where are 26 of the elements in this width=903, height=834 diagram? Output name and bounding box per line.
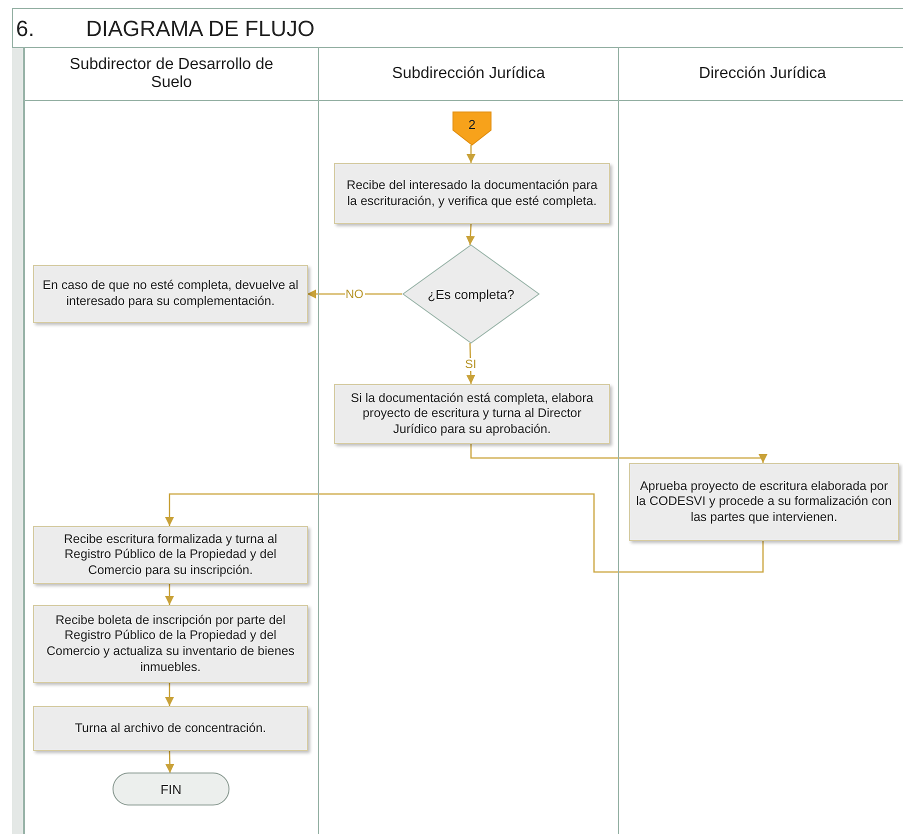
arrow <box>466 145 476 163</box>
process-box: Recibe del interesado la documentación para la escrituración, y verifica que esté completa. <box>334 163 610 224</box>
arrow <box>165 584 174 605</box>
arrow <box>165 750 174 774</box>
edge-label: SI <box>464 358 478 370</box>
terminator: FIN <box>113 773 229 805</box>
arrow <box>165 683 174 706</box>
section-number: 6. <box>16 16 34 42</box>
process-box: Aprueba proyecto de escritura elaborada por la CODESVI y procede a su formalización con las partes que intervienen. <box>629 463 899 541</box>
edge-label: NO <box>344 288 364 301</box>
arrow <box>466 224 475 246</box>
diagram-title: DIAGRAMA DE FLUJO <box>86 16 315 42</box>
arrow <box>470 444 768 463</box>
process-box: Recibe boleta de inscripción por parte del Registro Público de la Propiedad y del Comercio y actualiza su inventario de bienes inmuebles. <box>33 605 308 683</box>
process-box: Si la documentación está completa, elabora proyecto de escritura y turna al Director Jurídico para su aprobación. <box>334 384 610 444</box>
decision-diamond: ¿Es completa? <box>403 245 539 343</box>
arrow <box>165 493 764 573</box>
lane-title: Subdirector de Desarrollo de Suelo <box>68 56 274 92</box>
process-box: Recibe escritura formalizada y turna al Registro Público de la Propiedad y del Comercio para su inscripción. <box>33 526 308 584</box>
lane-title: Subdirección Jurídica <box>392 65 545 83</box>
off-page-connector: 2 <box>453 112 491 145</box>
arrow <box>307 290 402 298</box>
swimlane <box>24 48 319 834</box>
process-box: En caso de que no esté completa, devuelve al interesado para su complementación. <box>33 265 308 323</box>
process-box: Turna al archivo de concentración. <box>33 706 308 751</box>
lane-title: Dirección Jurídica <box>698 65 826 83</box>
